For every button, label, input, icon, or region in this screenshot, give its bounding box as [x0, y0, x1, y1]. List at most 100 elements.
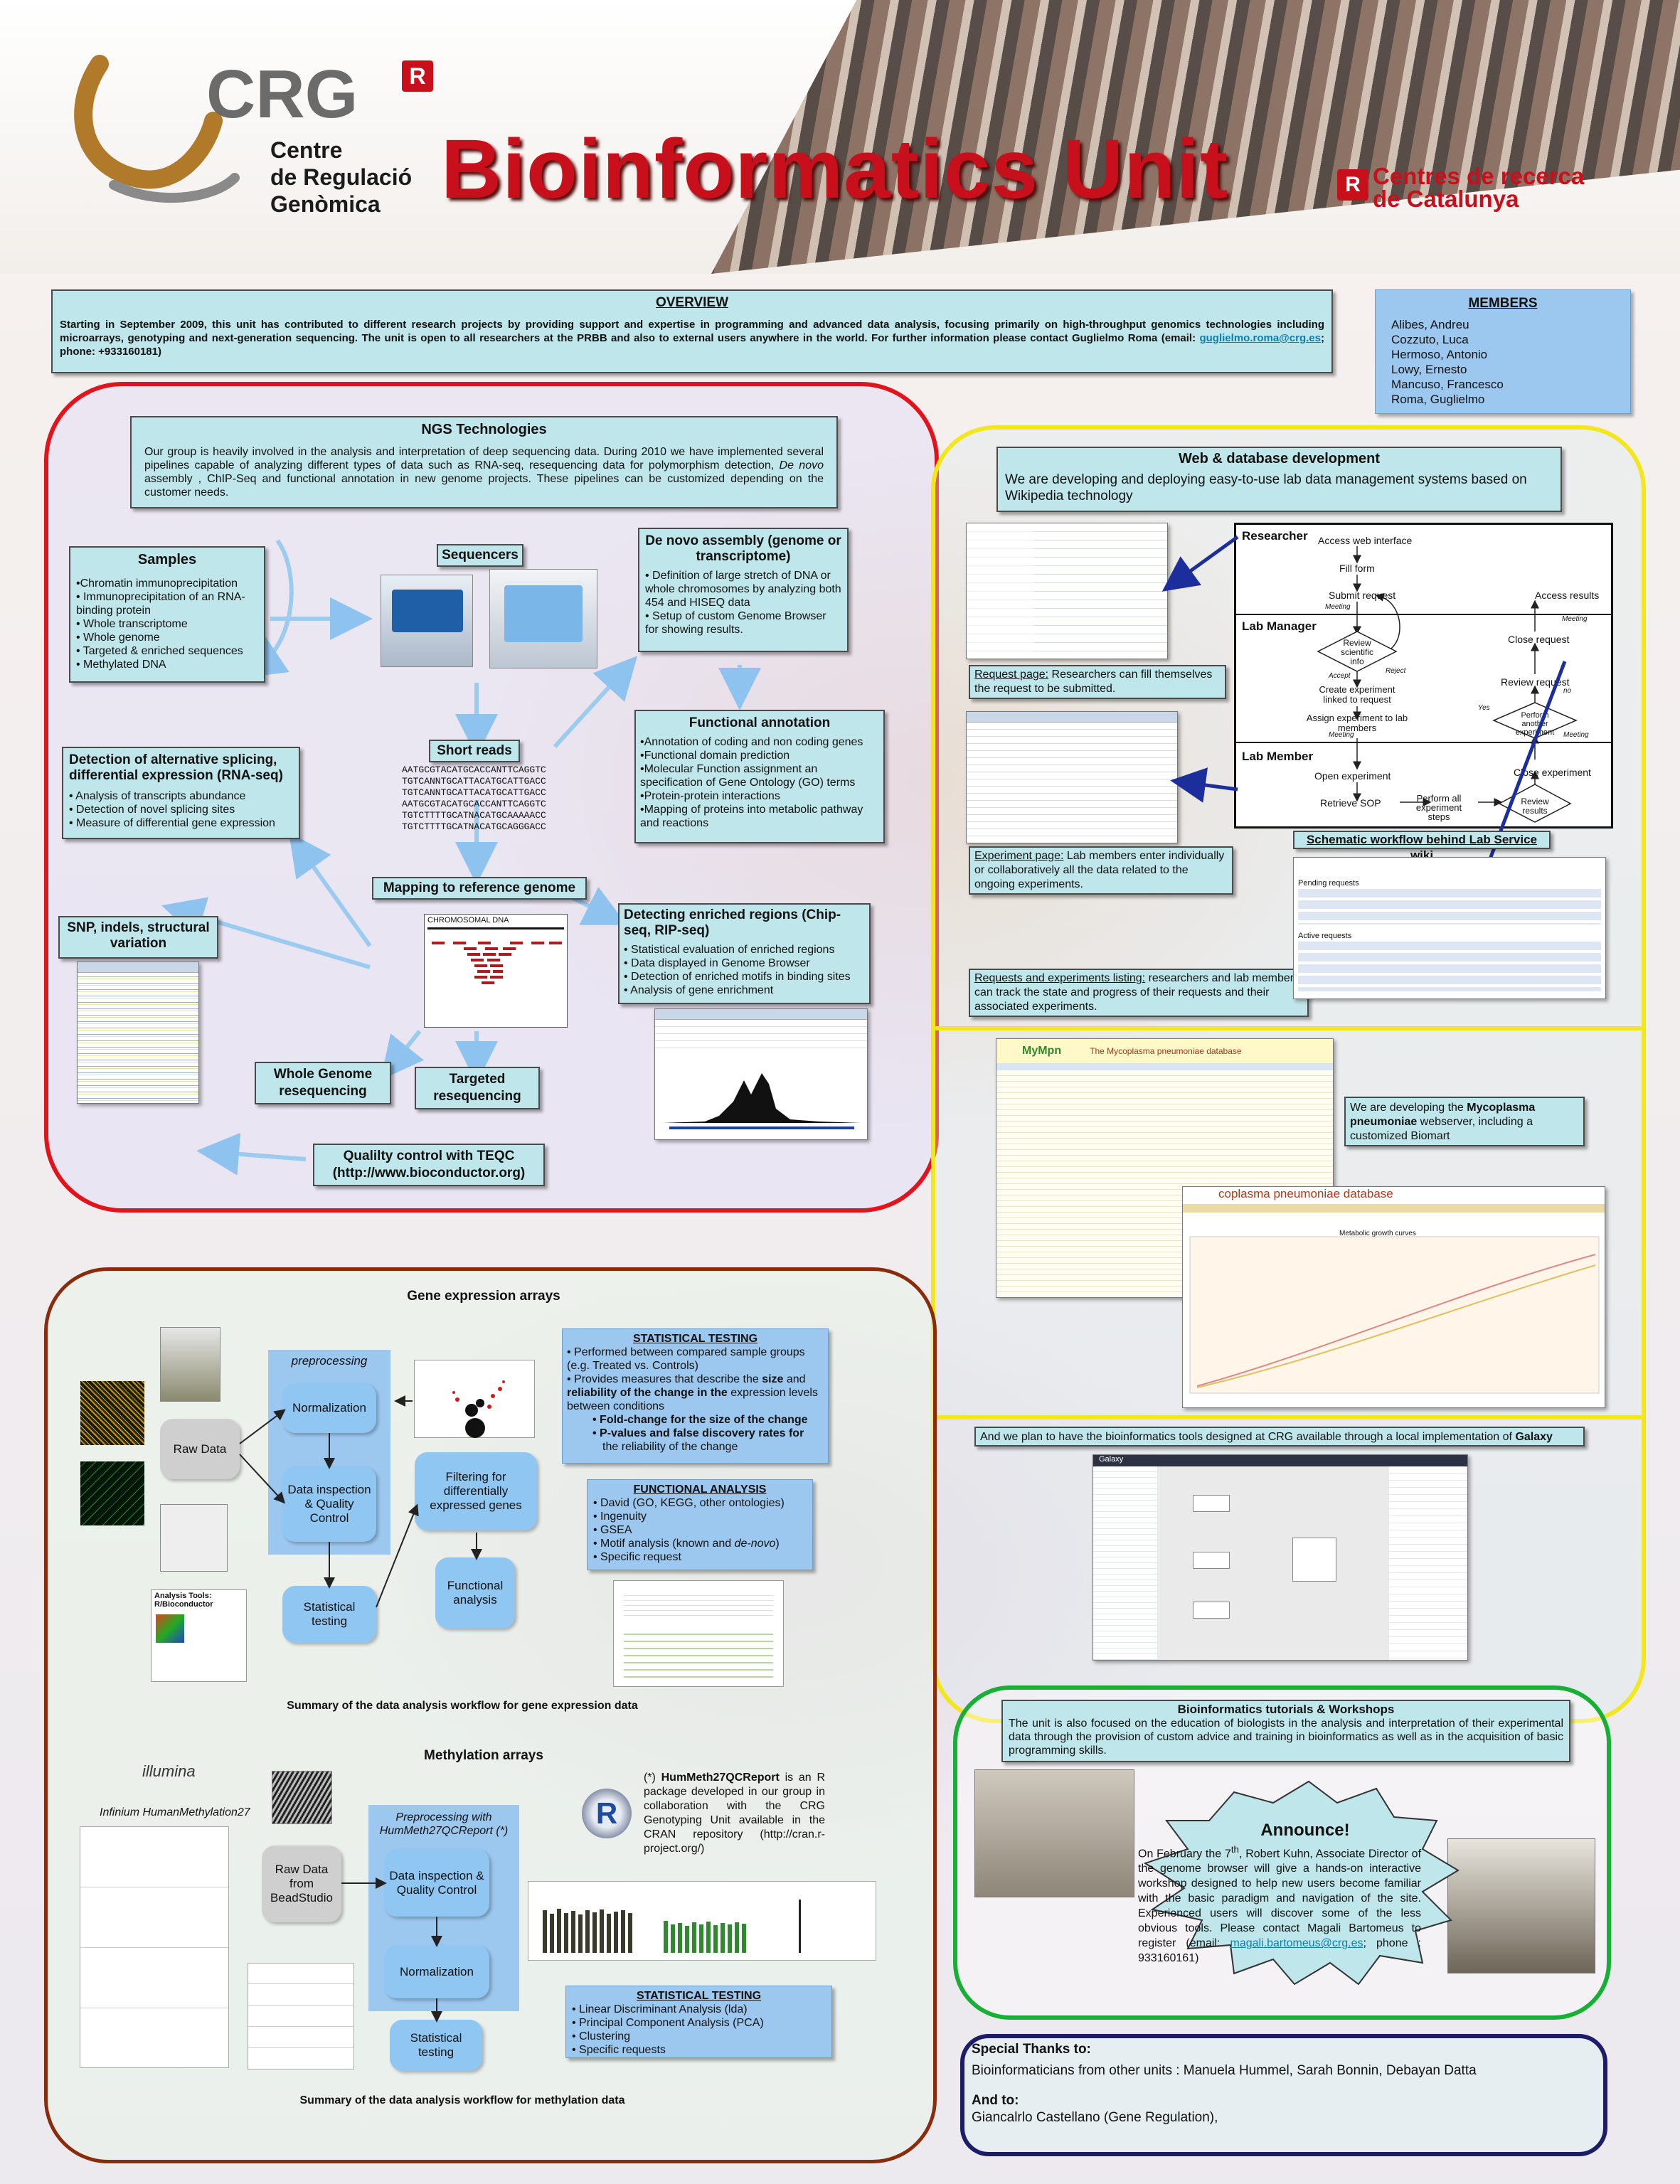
- gea-fa-item: • Specific request: [593, 1551, 681, 1563]
- wf-node: Review results: [1521, 797, 1549, 816]
- snp-heading: SNP, indels, structural variation: [67, 920, 210, 951]
- request-page-caption: Request page: Researchers can fill thems…: [969, 665, 1226, 699]
- experiment-form: [967, 723, 1177, 843]
- announce-a: On February the 7: [1138, 1848, 1231, 1860]
- member-name: Hermoso, Antonio: [1391, 348, 1488, 361]
- web-intro-box: Web & database development We are develo…: [996, 447, 1562, 512]
- wf-node: Open experiment: [1314, 770, 1391, 782]
- illumina-logo: illumina: [142, 1762, 196, 1780]
- functional-annotation-heading: Functional annotation: [689, 715, 831, 730]
- meth-caption: Summary of the data analysis workflow fo…: [299, 2094, 625, 2106]
- infinium-label: Infinium HumanMethylation27: [100, 1806, 250, 1818]
- member-name: Mancuso, Francesco: [1391, 378, 1504, 391]
- experiment-page-screenshot: [966, 711, 1178, 843]
- growth-chart-title: Metabolic growth curves: [1339, 1230, 1416, 1237]
- meth-raw-node: Raw Data from BeadStudio: [262, 1845, 341, 1922]
- member-name: Lowy, Ernesto: [1391, 363, 1467, 376]
- analysis-tools-image: Analysis Tools: R/Bioconductor: [151, 1589, 247, 1682]
- overview-body: Starting in September 2009, this unit ha…: [60, 319, 1324, 344]
- web-divider-1: [933, 1026, 1644, 1030]
- request-page-screenshot: [966, 523, 1168, 659]
- listing-screenshot: Pending requests Active requests: [1293, 857, 1606, 999]
- tutorials-heading: Bioinformatics tutorials & Workshops: [1177, 1703, 1395, 1716]
- meth-st-item: • Clustering: [572, 2030, 631, 2042]
- galaxy-node: [1193, 1495, 1230, 1512]
- meth-note-b: HumMeth27QCReport: [661, 1772, 780, 1784]
- detection-heading: Detection of alternative splicing, diffe…: [69, 752, 283, 783]
- r-logo: R: [582, 1789, 632, 1838]
- sequencer-screen: [392, 590, 463, 632]
- detection-item: • Measure of differential gene expressio…: [69, 817, 275, 829]
- functional-table-head: [624, 1591, 773, 1619]
- poster-title: Bioinformatics Unit: [441, 122, 1229, 216]
- wf-node: Access results: [1535, 590, 1600, 601]
- mympn-text-a: We are developing the: [1350, 1102, 1467, 1114]
- crg-r-badge: R: [402, 60, 433, 92]
- meth-note: (*) HumMeth27QCReport is an R package de…: [644, 1771, 825, 1856]
- wf-label: Meeting: [1562, 615, 1588, 623]
- catalunya-r-badge: R: [1337, 169, 1368, 201]
- meth-heading: Methylation arrays: [424, 1748, 543, 1763]
- announce-sup: th: [1230, 1844, 1239, 1855]
- functional-item: •Annotation of coding and non coding gen…: [640, 736, 863, 748]
- galaxy-panels: [1093, 1466, 1467, 1660]
- announce-email-link[interactable]: magali.bartomeus@crg.es: [1230, 1937, 1363, 1950]
- gea-st-5: the reliability of the change: [602, 1441, 738, 1453]
- meth-statistical-node: Statistical testing: [390, 2020, 482, 2071]
- chromosomal-dna-diagram: CHROMOSOMAL DNA: [424, 914, 568, 1028]
- functional-item: •Molecular Function assignment an specif…: [640, 763, 856, 789]
- chromosomal-label: CHROMOSOMAL DNA: [427, 916, 509, 925]
- wf-node: Close request: [1508, 634, 1570, 645]
- gea-st-3: • Fold-change for the size of the change: [592, 1414, 808, 1426]
- lane-lab-member: Lab Member: [1242, 750, 1314, 763]
- tutorials-box: Bioinformatics tutorials & Workshops The…: [1001, 1700, 1570, 1762]
- member-name: Alibes, Andreu: [1391, 318, 1469, 331]
- request-form-fields: [1034, 523, 1167, 659]
- wf-node: Review request: [1501, 676, 1570, 688]
- galaxy-workflow-canvas: [1157, 1466, 1389, 1660]
- crg-subtitle: Centre de Regulació Genòmica: [270, 137, 412, 218]
- meth-preproc-label: Preprocessing with HumMeth27QCReport (*): [379, 1811, 509, 1837]
- gea-st-4-text: P-values and false discovery rates for: [600, 1427, 804, 1439]
- raw-data-node: Raw Data: [160, 1419, 240, 1479]
- members-heading: MEMBERS: [1468, 296, 1538, 311]
- mympn-db2-title: coplasma pneumoniae database: [1183, 1187, 1605, 1204]
- detection-box: Detection of alternative splicing, diffe…: [62, 747, 300, 839]
- chromosome-line: [427, 927, 564, 929]
- request-page-text: Researchers can fill themselves the requ…: [974, 668, 1213, 695]
- overview-email-link[interactable]: guglielmo.roma@crg.es: [1199, 332, 1321, 344]
- functional-annotation-list: •Annotation of coding and non coding gen…: [640, 735, 879, 830]
- listing-active-table: [1298, 942, 1601, 991]
- crg-sub-line: Genòmica: [270, 191, 381, 217]
- catalunya-logo-text: Centres de recerca de Catalunya: [1373, 164, 1584, 211]
- sequencers-label: Sequencers: [437, 544, 523, 567]
- samples-item: •Chromatin immunoprecipitation: [76, 577, 238, 590]
- thanks-heading-2: And to:: [972, 2093, 1019, 2108]
- overview-box: OVERVIEW Starting in September 2009, thi…: [51, 289, 1333, 373]
- detection-list: • Analysis of transcripts abundance • De…: [69, 789, 293, 830]
- announce-text: On February the 7th, Robert Kuhn, Associ…: [1138, 1842, 1421, 1966]
- samples-item: • Immunoprecipitation of an RNA-binding …: [76, 591, 245, 617]
- wf-node: Submit request: [1329, 590, 1396, 601]
- microarray-green-image: [80, 1461, 144, 1525]
- overview-tail: ; phone: +933160181): [60, 332, 1324, 358]
- ngs-heading: NGS Technologies: [421, 422, 547, 437]
- request-form-labels: [967, 523, 1034, 659]
- wf-label: Meeting: [1329, 731, 1354, 739]
- experiment-tabs: [967, 712, 1177, 723]
- samples-item: • Whole transcriptome: [76, 618, 188, 630]
- functional-node: Functional analysis: [435, 1557, 515, 1629]
- gea-st-2e: expression levels between conditions: [567, 1387, 818, 1412]
- announce-heading: Announce!: [1260, 1821, 1350, 1840]
- gea-st-2: • Provides measures that describe the si…: [567, 1373, 824, 1413]
- functional-network-image: [613, 1580, 784, 1687]
- samples-list: •Chromatin immunoprecipitation • Immunop…: [76, 577, 258, 671]
- galaxy-caption: And we plan to have the bioinformatics t…: [974, 1427, 1585, 1447]
- samples-item: • Targeted & enriched sequences: [76, 645, 243, 657]
- gea-st-heading: STATISTICAL TESTING: [632, 1333, 758, 1345]
- functional-table-rows: [624, 1629, 773, 1679]
- crg-sub-line: de Regulació: [270, 164, 413, 190]
- galaxy-name: Galaxy: [1515, 1431, 1553, 1443]
- snp-box: SNP, indels, structural variation: [58, 916, 218, 959]
- lane-researcher: Researcher: [1242, 529, 1308, 543]
